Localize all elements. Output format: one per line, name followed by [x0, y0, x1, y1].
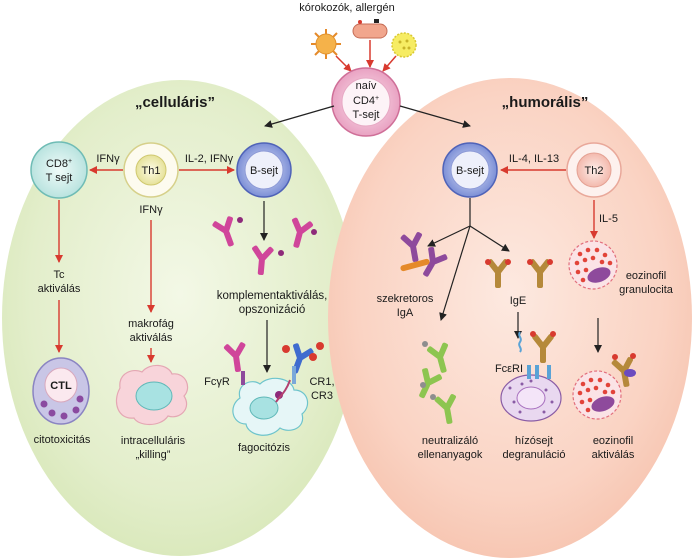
virus-icon — [311, 29, 341, 59]
arrow-pollen-to-naive — [382, 55, 397, 72]
il2-ifng-label: IL-2, IFNγ — [185, 153, 234, 165]
macrophage-cell — [115, 364, 189, 426]
neutralizing-antibodies — [410, 340, 462, 426]
naive-line1: naív — [356, 80, 377, 92]
pink-antibody-1 — [210, 214, 243, 251]
th2-cell: Th2 — [566, 142, 622, 198]
b-cell-cellular-label: B-sejt — [250, 165, 278, 177]
eosinophil-granulocyte — [568, 240, 618, 290]
phagocytosis-label: fagocitózis — [238, 442, 290, 454]
eosinophil-activation-line2: aktiválás — [592, 449, 635, 461]
naive-line2: CD4+ — [353, 95, 379, 107]
humoral-title: „humorális” — [502, 94, 589, 111]
pink-antibody-2 — [284, 215, 317, 251]
arrow-virus-to-naive — [335, 55, 352, 72]
cytotoxicity-label: citotoxicitás — [34, 434, 91, 446]
ifng-to-cd8-label: IFNγ — [96, 153, 120, 165]
secretory-iga-line2: IgA — [397, 307, 414, 319]
bcell-branch-lines — [427, 198, 510, 321]
ige-antibodies — [485, 258, 553, 288]
cd8-line2: T sejt — [46, 172, 73, 184]
secretory-iga-line1: szekretoros — [377, 293, 434, 305]
tc-activation-line1: Tc — [54, 269, 66, 281]
il5-label: IL-5 — [599, 213, 618, 225]
naive-cd4-t-cell: naív CD4+ T-sejt — [331, 67, 401, 137]
eosinophil-line2: granulocita — [619, 284, 674, 296]
bacterium-icon — [352, 19, 388, 39]
fcgr-receptor — [222, 340, 250, 385]
fceri-receptor — [518, 331, 556, 379]
cd8-line1: CD8+ — [46, 158, 72, 170]
fceri-label: FcεRI — [495, 363, 523, 375]
intracellular-killing-line1: intracelluláris — [121, 435, 186, 447]
secretory-iga-icon — [399, 230, 450, 282]
th1-cell: Th1 — [123, 142, 179, 198]
mast-cell-line2: degranuláció — [503, 449, 566, 461]
ctl-cell: CTL — [32, 357, 90, 425]
il4-il13-label: IL-4, IL-13 — [509, 153, 559, 165]
intracellular-killing-line2: „killing” — [136, 449, 171, 461]
mast-cell-line1: hízósejt — [515, 435, 553, 447]
macrophage-activation-line1: makrofág — [128, 318, 174, 330]
cr-receptor-antibody — [275, 341, 324, 403]
phagocyte-cell — [232, 377, 309, 436]
mast-cell — [500, 374, 562, 422]
cellular-zone — [2, 80, 358, 556]
fcgr-label: FcγR — [204, 376, 230, 388]
humoral-zone — [328, 78, 692, 558]
macrophage-activation-line2: aktiválás — [130, 332, 173, 344]
cellular-title: „celluláris” — [135, 94, 215, 111]
b-cell-humoral-label: B-sejt — [456, 165, 484, 177]
ctl-label: CTL — [50, 380, 72, 392]
arrow-naive-to-humoral — [399, 105, 471, 128]
complement-line1: komplementaktiválás, — [217, 290, 328, 302]
eosinophil-activation-line1: eozinofil — [593, 435, 633, 447]
th1-label: Th1 — [142, 165, 161, 177]
arrow-naive-to-cellular — [264, 105, 335, 128]
complement-line2: opszonizáció — [239, 304, 305, 316]
pink-antibody-3 — [249, 244, 284, 276]
neutralizing-line1: neutralizáló — [422, 435, 478, 447]
cd8-t-cell: CD8+ T sejt — [30, 141, 88, 199]
naive-line3: T-sejt — [353, 109, 380, 121]
b-cell-cellular: B-sejt — [236, 142, 292, 198]
activated-eosinophil — [572, 353, 639, 420]
ige-label: IgE — [510, 295, 527, 307]
pathogen-label: kórokozók, allergén — [299, 2, 394, 14]
b-cell-humoral: B-sejt — [442, 142, 498, 198]
th2-label: Th2 — [585, 165, 604, 177]
ifng-below-label: IFNγ — [139, 204, 163, 216]
eosinophil-line1: eozinofil — [626, 270, 666, 282]
cr-line2: CR3 — [311, 390, 333, 402]
neutralizing-line2: ellenanyagok — [418, 449, 483, 461]
tc-activation-line2: aktiválás — [38, 283, 81, 295]
cr-line1: CR1, — [309, 376, 334, 388]
pollen-icon — [391, 32, 417, 58]
